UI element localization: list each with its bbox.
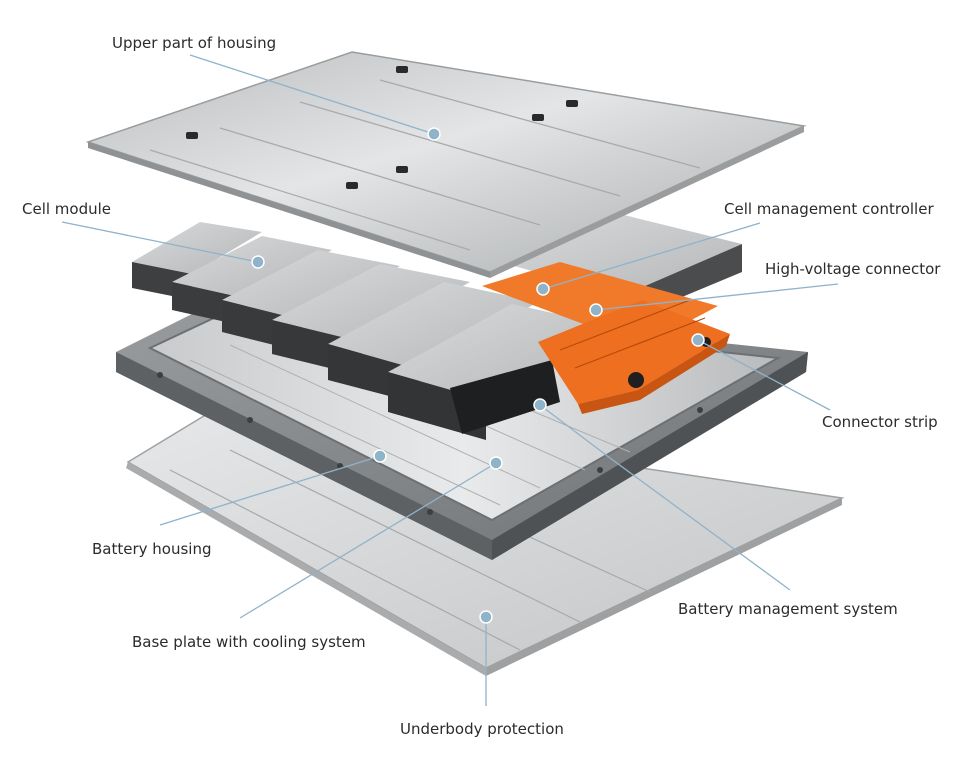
marker-upper-housing: [427, 127, 441, 141]
label-battery-management-system: Battery management system: [678, 600, 898, 618]
leader-bms: [609, 457, 791, 591]
marker-bms: [533, 398, 547, 412]
marker-cell-module: [251, 255, 265, 269]
leader-high-voltage-connector: [595, 283, 839, 311]
leader-battery-housing: [159, 455, 381, 526]
label-upper-housing: Upper part of housing: [112, 34, 277, 52]
marker-base-plate: [489, 456, 503, 470]
label-cell-module: Cell module: [22, 200, 112, 218]
leader-lines: [61, 54, 839, 706]
label-underbody-protection: Underbody protection: [400, 720, 564, 738]
label-battery-housing: Battery housing: [92, 540, 212, 558]
marker-dots: [251, 127, 705, 624]
label-high-voltage-connector: High-voltage connector: [765, 260, 941, 278]
label-cell-management-controller: Cell management controller: [724, 200, 934, 218]
leader-bms-secondary: [539, 404, 611, 459]
marker-high-voltage-connector: [589, 303, 603, 317]
leader-connector-strip: [697, 339, 831, 411]
marker-cell-management-controller: [536, 282, 550, 296]
cell-module-6: [388, 304, 612, 440]
leader-cell-management-controller: [542, 222, 761, 290]
label-base-plate: Base plate with cooling system: [132, 633, 366, 651]
marker-connector-strip: [691, 333, 705, 347]
leader-cell-module: [61, 221, 259, 263]
upper-housing-lid: [85, 51, 807, 278]
marker-battery-housing: [373, 449, 387, 463]
leader-upper-housing: [189, 54, 435, 135]
label-connector-strip: Connector strip: [822, 413, 938, 431]
marker-underbody-protection: [479, 610, 493, 624]
leader-base-plate: [239, 462, 497, 619]
